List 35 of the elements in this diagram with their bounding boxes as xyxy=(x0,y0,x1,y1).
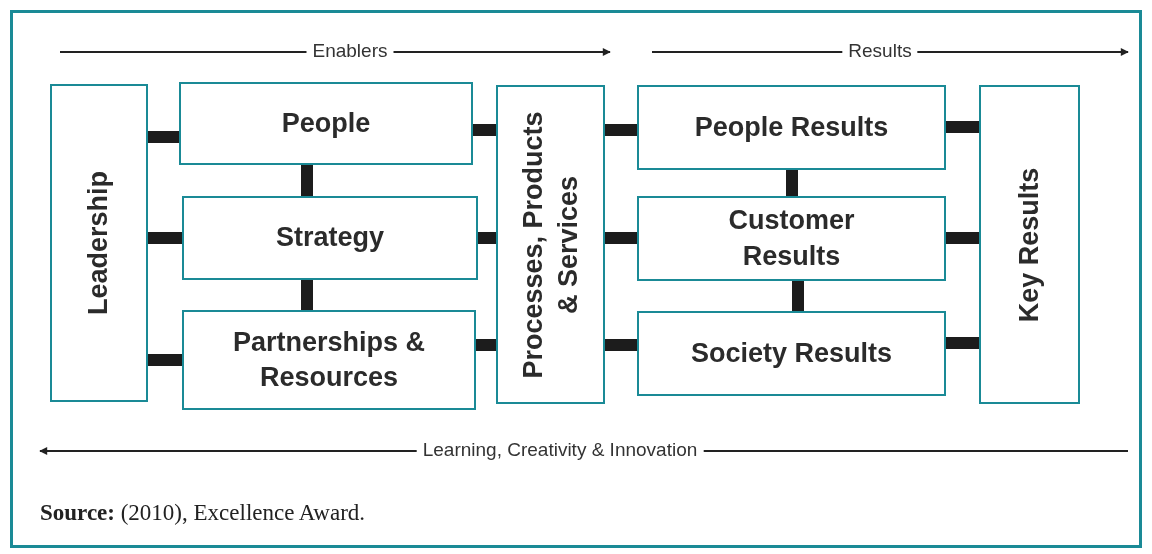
box-label: Key Results xyxy=(1012,167,1045,322)
box-label: Processes, Products & Services xyxy=(516,109,584,380)
process-box xyxy=(496,85,605,404)
connector-bar xyxy=(476,339,496,351)
connector-bar xyxy=(946,337,979,349)
process-box xyxy=(50,84,148,402)
box-label: Leadership xyxy=(82,171,115,315)
connector-bar xyxy=(301,165,313,196)
connector-bar xyxy=(792,281,804,311)
process-box xyxy=(637,196,946,281)
connector-bar xyxy=(148,354,182,366)
connector-bar xyxy=(148,232,182,244)
box-label: Customer Results xyxy=(727,204,856,273)
process-box xyxy=(637,85,946,170)
box-label: People xyxy=(281,106,371,140)
box-label: Partnerships & Resources xyxy=(231,325,427,394)
connector-bar xyxy=(786,170,798,196)
connector-bar xyxy=(301,280,313,310)
box-label: People Results xyxy=(694,110,889,144)
box-label: Society Results xyxy=(690,336,893,370)
connector-bar xyxy=(946,232,979,244)
box-label: Strategy xyxy=(275,221,384,255)
process-box xyxy=(179,82,473,165)
process-box xyxy=(182,196,478,280)
connector-bar xyxy=(605,124,637,136)
connector-bar xyxy=(605,339,637,351)
source-note: Source: (2010), Excellence Award. xyxy=(40,500,366,526)
connector-bar xyxy=(605,232,637,244)
connector-bar xyxy=(946,121,979,133)
process-box xyxy=(979,85,1080,404)
process-box xyxy=(637,311,946,396)
connector-bar xyxy=(473,124,496,136)
connector-bar xyxy=(478,232,496,244)
process-box xyxy=(182,310,476,410)
connector-bar xyxy=(148,131,179,143)
